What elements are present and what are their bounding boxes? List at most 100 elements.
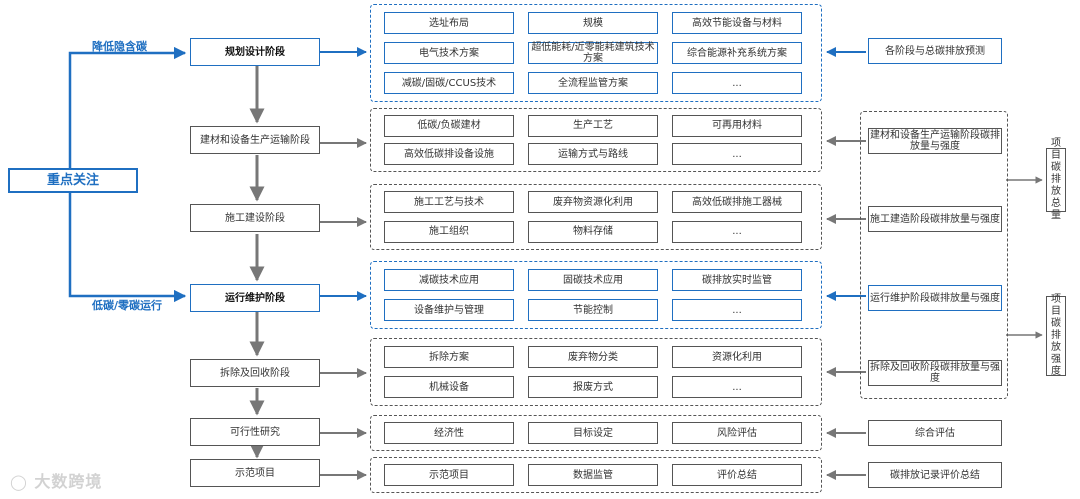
group-item-label: 电气技术方案 bbox=[419, 47, 479, 59]
group-item-label: ... bbox=[732, 381, 742, 393]
stage-group-arrows-blue bbox=[320, 47, 367, 301]
group-item-label: 施工组织 bbox=[429, 226, 469, 238]
group-item-label: 选址布局 bbox=[429, 17, 469, 29]
group-item: 减碳技术应用 bbox=[384, 269, 514, 291]
stage-box: 运行维护阶段 bbox=[190, 284, 320, 312]
branch-bottom-line bbox=[68, 193, 187, 303]
right-item-label: 各阶段与总碳排放预测 bbox=[885, 45, 985, 57]
right-item: 施工建造阶段碳排放量与强度 bbox=[868, 206, 1002, 232]
emission-intensity-box: 项目碳排放强度 bbox=[1046, 294, 1066, 377]
group-item-label: 经济性 bbox=[434, 427, 464, 439]
key-focus-box: 重点关注 bbox=[8, 168, 138, 193]
group-frame bbox=[370, 457, 822, 493]
group-item: 风险评估 bbox=[672, 422, 802, 444]
right-item-label: 拆除及回收阶段碳排放量与强度 bbox=[870, 362, 1000, 384]
group-item-label: 固碳技术应用 bbox=[563, 274, 623, 286]
group-item-label: 减碳技术应用 bbox=[419, 274, 479, 286]
group-item: 高效低碳排设备设施 bbox=[384, 143, 514, 166]
right-item-label: 综合评估 bbox=[915, 427, 955, 439]
right-dashed-frame bbox=[860, 111, 1008, 399]
group-item-label: 低碳/负碳建材 bbox=[417, 120, 481, 132]
group-item: 机械设备 bbox=[384, 376, 514, 398]
group-item: ... bbox=[672, 299, 802, 321]
group-frame bbox=[370, 338, 822, 406]
group-item: 电气技术方案 bbox=[384, 42, 514, 64]
right-item-label: 碳排放记录评价总结 bbox=[890, 469, 980, 481]
group-item-label: 废弃物分类 bbox=[568, 351, 618, 363]
group-item: 超低能耗/近零能耗建筑技术方案 bbox=[528, 42, 658, 64]
group-item-label: 目标设定 bbox=[573, 427, 613, 439]
group-item-label: 生产工艺 bbox=[573, 120, 613, 132]
total-emission-box: 项目碳排放总量 bbox=[1046, 138, 1066, 221]
stage-box: 拆除及回收阶段 bbox=[190, 359, 320, 387]
right-item: 各阶段与总碳排放预测 bbox=[868, 38, 1002, 64]
group-item: 节能控制 bbox=[528, 299, 658, 321]
group-item: 碳排放实时监管 bbox=[672, 269, 802, 291]
outer-arrows bbox=[1006, 176, 1043, 339]
group-item: 评价总结 bbox=[672, 464, 802, 486]
stage-label: 规划设计阶段 bbox=[225, 46, 285, 58]
stage-label: 建材和设备生产运输阶段 bbox=[200, 134, 310, 146]
right-item: 综合评估 bbox=[868, 420, 1002, 446]
group-item-label: 拆除方案 bbox=[429, 351, 469, 363]
group-item-label: 节能控制 bbox=[573, 304, 613, 316]
group-item-label: 物料存储 bbox=[573, 226, 613, 238]
group-item: 设备维护与管理 bbox=[384, 299, 514, 321]
group-item-label: 设备维护与管理 bbox=[414, 304, 484, 316]
stage-label: 可行性研究 bbox=[230, 426, 280, 438]
group-item: 物料存储 bbox=[528, 220, 658, 243]
right-group-arrows-blue bbox=[826, 47, 866, 301]
branch-label-bottom: 低碳/零碳运行 bbox=[92, 299, 163, 312]
right-item: 拆除及回收阶段碳排放量与强度 bbox=[868, 360, 1002, 386]
group-item-label: ... bbox=[732, 226, 742, 238]
group-item: 报废方式 bbox=[528, 376, 658, 398]
group-item-label: 高效低碳排施工器械 bbox=[692, 196, 782, 208]
group-item-label: 超低能耗/近零能耗建筑技术方案 bbox=[531, 42, 655, 64]
group-item: ... bbox=[672, 220, 802, 243]
group-item: 可再用材料 bbox=[672, 114, 802, 137]
group-item-label: 运输方式与路线 bbox=[558, 148, 628, 160]
group-item-label: 综合能源补充系统方案 bbox=[687, 47, 787, 59]
group-item-label: 减碳/固碳/CCUS技术 bbox=[401, 77, 497, 89]
group-item: 选址布局 bbox=[384, 12, 514, 34]
watermark: ◯ 大数跨境 bbox=[10, 472, 103, 491]
right-item-label: 运行维护阶段碳排放量与强度 bbox=[870, 292, 1000, 304]
group-item: 低碳/负碳建材 bbox=[384, 114, 514, 137]
group-frame bbox=[370, 415, 822, 451]
right-item: 碳排放记录评价总结 bbox=[868, 462, 1002, 488]
group-item-label: 示范项目 bbox=[429, 469, 469, 481]
group-item-label: ... bbox=[732, 304, 742, 316]
group-item: 固碳技术应用 bbox=[528, 269, 658, 291]
group-item: 目标设定 bbox=[528, 422, 658, 444]
group-item-label: 评价总结 bbox=[717, 469, 757, 481]
group-item: 经济性 bbox=[384, 422, 514, 444]
group-item: ... bbox=[672, 72, 802, 94]
stage-box: 施工建设阶段 bbox=[190, 204, 320, 232]
watermark-logo-icon: ◯ bbox=[10, 473, 28, 491]
group-item-label: 数据监管 bbox=[573, 469, 613, 481]
group-item-label: 资源化利用 bbox=[712, 351, 762, 363]
right-item-label: 建材和设备生产运输阶段碳排放量与强度 bbox=[870, 130, 1000, 152]
branch-label-top: 降低隐含碳 bbox=[92, 40, 147, 53]
stage-box: 可行性研究 bbox=[190, 418, 320, 446]
stage-label: 示范项目 bbox=[235, 467, 275, 479]
group-frame bbox=[370, 261, 822, 329]
group-item-label: ... bbox=[732, 77, 742, 89]
group-item: 资源化利用 bbox=[672, 346, 802, 368]
group-item: 废弃物资源化利用 bbox=[528, 191, 658, 214]
group-item: ... bbox=[672, 143, 802, 166]
group-item-label: 机械设备 bbox=[429, 381, 469, 393]
group-item: 运输方式与路线 bbox=[528, 143, 658, 166]
group-item: ... bbox=[672, 376, 802, 398]
group-item-label: 报废方式 bbox=[573, 381, 613, 393]
stage-label: 拆除及回收阶段 bbox=[220, 367, 290, 379]
group-item: 施工组织 bbox=[384, 220, 514, 243]
right-group-arrows bbox=[826, 136, 866, 480]
stage-box: 规划设计阶段 bbox=[190, 38, 320, 66]
branch-top-line bbox=[68, 46, 187, 168]
group-item: 全流程监管方案 bbox=[528, 72, 658, 94]
group-item-label: ... bbox=[732, 148, 742, 160]
group-item-label: 规模 bbox=[583, 17, 603, 29]
group-item: 数据监管 bbox=[528, 464, 658, 486]
